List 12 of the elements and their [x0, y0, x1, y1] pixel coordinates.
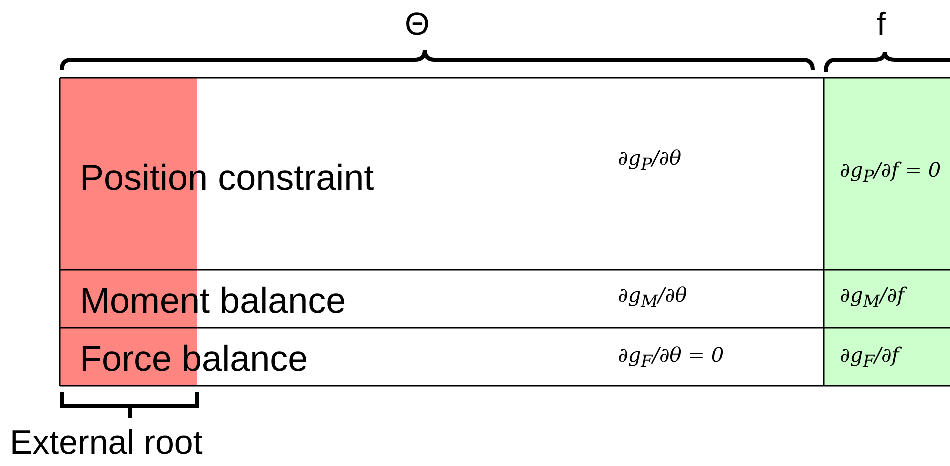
axis-label: f — [877, 8, 886, 40]
bracket-label: External root — [10, 426, 203, 460]
row-label: Position constraint — [80, 160, 374, 196]
matrix-entry: ∂g$_{F}$/∂θ = 0 — [618, 345, 724, 371]
matrix-entry: ∂g$_{P}$/∂f = 0 — [840, 160, 942, 186]
matrix-entry: ∂g$_{F}$/∂f — [840, 345, 900, 371]
matrix-entry: ∂g$_{M}$/∂f — [840, 285, 905, 311]
matrix-entry: ∂g$_{P}$/∂θ — [618, 148, 682, 174]
axis-label: Θ — [405, 8, 430, 40]
row-label: Moment balance — [80, 283, 346, 319]
row-label: Force balance — [80, 341, 308, 377]
matrix-entry: ∂g$_{M}$/∂θ — [618, 285, 688, 311]
